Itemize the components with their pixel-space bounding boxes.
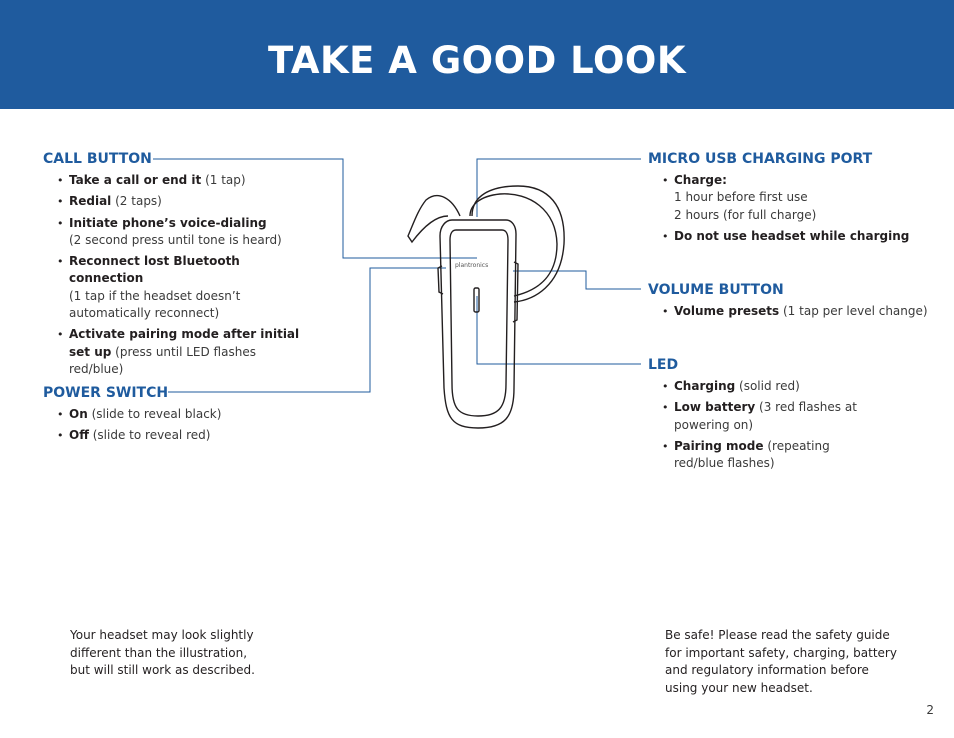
call-button-section: CALL BUTTON Take a call or end it (1 tap… [43, 150, 303, 382]
usb-port-heading: MICRO USB CHARGING PORT [648, 151, 873, 167]
volume-button-heading: VOLUME BUTTON [648, 282, 784, 298]
call-button-callout [153, 158, 477, 259]
list-item: Activate pairing mode after initial set … [57, 326, 303, 378]
power-switch-callout [168, 267, 446, 393]
power-switch-heading: POWER SWITCH [43, 385, 169, 401]
led-list: Charging (solid red) Low battery (3 red … [662, 378, 878, 472]
headset-illustration [407, 185, 565, 429]
usb-port-section: MICRO USB CHARGING PORT Charge: 1 hour b… [648, 150, 918, 249]
usb-port-list: Charge: 1 hour before first use 2 hours … [662, 172, 918, 245]
list-item: Initiate phone’s voice-dialing (2 second… [57, 215, 303, 250]
headset-body [439, 219, 517, 429]
led-indicator [473, 287, 480, 313]
power-slider [437, 265, 444, 295]
call-button-list: Take a call or end it (1 tap) Redial (2 … [57, 172, 303, 378]
page-number: 2 [926, 703, 934, 717]
volume-rocker [512, 261, 519, 323]
led-section: LED Charging (solid red) Low battery (3 … [648, 356, 878, 476]
illustration-disclaimer: Your headset may look slightly different… [70, 628, 255, 677]
list-item: Off (slide to reveal red) [57, 427, 303, 445]
ear-hook [471, 185, 565, 303]
usb-port-callout [476, 158, 641, 217]
list-item: Charge: 1 hour before first use 2 hours … [662, 172, 918, 224]
callout-lines [153, 158, 641, 393]
header-banner: TAKE A GOOD LOOK [0, 0, 954, 109]
list-item: Take a call or end it (1 tap) [57, 172, 303, 190]
call-button-heading: CALL BUTTON [43, 151, 152, 167]
power-switch-list: On (slide to reveal black) Off (slide to… [57, 406, 303, 445]
volume-button-section: VOLUME BUTTON Volume presets (1 tap per … [648, 281, 938, 324]
power-switch-section: POWER SWITCH On (slide to reveal black) … [43, 384, 303, 449]
list-item: Reconnect lost Bluetooth connection (1 t… [57, 253, 303, 322]
volume-button-list: Volume presets (1 tap per level change) [662, 303, 938, 321]
led-callout [476, 296, 641, 365]
volume-button-callout [513, 270, 641, 290]
led-heading: LED [648, 357, 679, 373]
safety-notice: Be safe! Please read the safety guide fo… [665, 628, 897, 695]
list-item: Volume presets (1 tap per level change) [662, 303, 938, 321]
list-item: Redial (2 taps) [57, 193, 303, 211]
headset-brand-label: plantronics [455, 262, 489, 269]
list-item: Pairing mode (repeating red/blue flashes… [662, 438, 878, 473]
list-item: Low battery (3 red flashes at powering o… [662, 399, 878, 434]
list-item: On (slide to reveal black) [57, 406, 303, 424]
list-item: Do not use headset while charging [662, 228, 918, 246]
list-item: Charging (solid red) [662, 378, 878, 396]
page-title: TAKE A GOOD LOOK [267, 39, 687, 82]
